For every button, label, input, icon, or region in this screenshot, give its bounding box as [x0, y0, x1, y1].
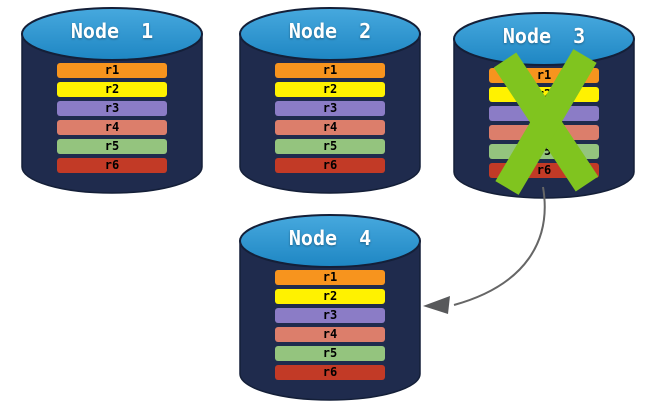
replica-row-r6: r6: [57, 158, 167, 173]
replica-rows: r1 r2 r3 r4 r5 r6: [19, 63, 205, 173]
replica-row-r3: r3: [57, 101, 167, 116]
replica-row-r3: r3: [275, 308, 385, 323]
replica-row-r5: r5: [275, 139, 385, 154]
node-1: Node 1 r1 r2 r3 r4 r5 r6: [19, 3, 205, 195]
replica-row-r4: r4: [275, 120, 385, 135]
node-title: Node 2: [288, 19, 372, 43]
replica-rows: r1 r2 r3 r4 r5 r6: [237, 270, 423, 380]
replica-row-r4: r4: [275, 327, 385, 342]
replica-row-r3: r3: [275, 101, 385, 116]
replica-row-r1: r1: [275, 63, 385, 78]
replica-rows: r1 r2 r3 r4 r5 r6: [237, 63, 423, 173]
node-2: Node 2 r1 r2 r3 r4 r5 r6: [237, 3, 423, 195]
node-title: Node 1: [70, 19, 154, 43]
replica-row-r2: r2: [275, 289, 385, 304]
replica-row-r1: r1: [275, 270, 385, 285]
failover-arrow: [423, 186, 546, 314]
failure-x-icon: [493, 49, 599, 195]
replica-row-r6: r6: [275, 365, 385, 380]
node-title: Node 4: [288, 226, 372, 250]
replica-row-r1: r1: [57, 63, 167, 78]
replica-row-r6: r6: [275, 158, 385, 173]
replica-row-r4: r4: [57, 120, 167, 135]
replica-row-r5: r5: [275, 346, 385, 361]
replica-row-r2: r2: [57, 82, 167, 97]
replica-row-r2: r2: [275, 82, 385, 97]
node-4: Node 4 r1 r2 r3 r4 r5 r6: [237, 210, 423, 402]
replica-row-r5: r5: [57, 139, 167, 154]
node-title: Node 3: [502, 24, 586, 48]
